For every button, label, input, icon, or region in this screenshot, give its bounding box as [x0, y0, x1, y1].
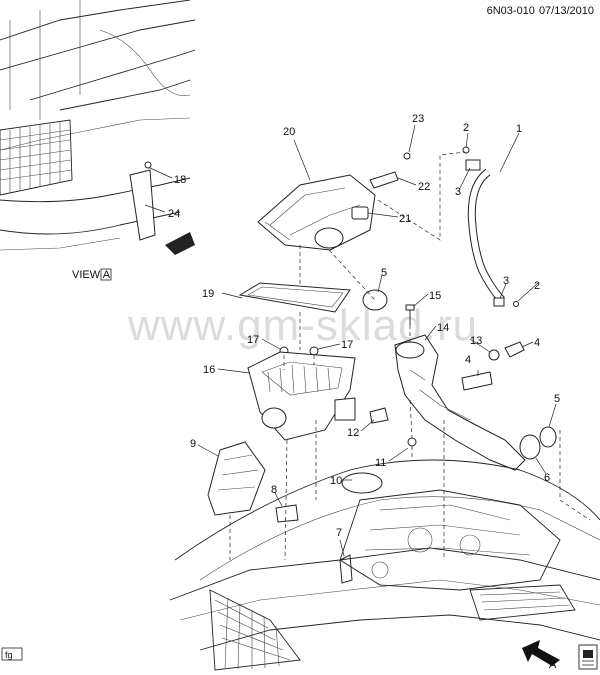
callout-4-left: 4	[465, 354, 471, 366]
callout-5-right: 5	[554, 393, 560, 405]
callout-8: 8	[271, 484, 277, 496]
callout-7: 7	[336, 527, 342, 539]
callout-23: 18	[174, 174, 186, 186]
callout-3-top: 3	[455, 186, 461, 198]
clamp-5-left	[362, 289, 388, 311]
fitting-3-top	[465, 159, 481, 171]
callout-20: 21	[399, 213, 411, 225]
callout-17-left: 17	[247, 334, 259, 346]
air-cleaner-lower-housing	[247, 351, 356, 441]
clip-2-bottom	[513, 301, 519, 307]
inset-arrow-icon	[165, 232, 195, 255]
hose-4b	[504, 341, 525, 358]
callout-4-right: 4	[534, 337, 540, 349]
engine-bay	[169, 459, 600, 671]
grommet-11	[407, 437, 417, 447]
callout-18: 19	[202, 288, 214, 300]
bracket-shape	[129, 169, 156, 241]
callout-13: 13	[470, 335, 482, 347]
drawing-date: 07/13/2010	[539, 5, 594, 17]
engine-icon	[578, 644, 598, 670]
callout-21: 22	[418, 181, 430, 193]
clamp-5-right	[539, 426, 557, 448]
air-filter-element	[238, 282, 351, 313]
callout-17-right: 17	[341, 339, 353, 351]
callout-2-top: 2	[463, 122, 469, 134]
view-arrow-icon	[522, 640, 560, 666]
view-letter-box	[100, 268, 112, 281]
callout-15: 15	[429, 290, 441, 302]
callout-9: 9	[190, 438, 196, 450]
inset-grille	[0, 119, 73, 196]
callout-5-left: 5	[381, 267, 387, 279]
mass-airflow-sensor	[351, 206, 369, 220]
callout-3-bottom: 3	[503, 275, 509, 287]
diagram-header: 6N03-010 07/13/2010	[487, 5, 594, 17]
part-10	[341, 472, 383, 494]
callout-10: 10	[330, 475, 342, 487]
callout-6: 6	[544, 472, 550, 484]
callout-2-bottom: 2	[534, 280, 540, 292]
air-cleaner-upper-housing	[257, 174, 376, 251]
callout-1: 1	[516, 123, 522, 135]
callout-19: 20	[283, 126, 295, 138]
clip-12	[369, 407, 389, 424]
corner-tag: fg	[1, 647, 23, 661]
orientation-arrow: A	[522, 640, 560, 671]
drawing-code: 6N03-010	[487, 5, 535, 17]
svg-text:fg: fg	[5, 650, 13, 660]
callout-16: 16	[203, 364, 215, 376]
hose-4a	[461, 371, 493, 391]
callout-14: 14	[437, 322, 449, 334]
outlet-duct	[394, 334, 526, 471]
fitting-3-bottom	[493, 297, 505, 307]
valve-13	[488, 349, 500, 361]
grommet-17b	[309, 346, 319, 356]
callout-11: 11	[375, 457, 386, 469]
screw-21	[369, 171, 399, 189]
fastener-shape	[144, 161, 152, 169]
inlet-duct	[207, 441, 266, 516]
coupler-6	[519, 434, 541, 460]
callout-24: 24	[168, 208, 180, 220]
pcv-hose	[467, 168, 505, 303]
callout-22: 23	[412, 113, 424, 125]
callout-12: 12	[347, 427, 359, 439]
arrow-letter: A	[549, 659, 557, 671]
pad-8	[275, 504, 299, 523]
